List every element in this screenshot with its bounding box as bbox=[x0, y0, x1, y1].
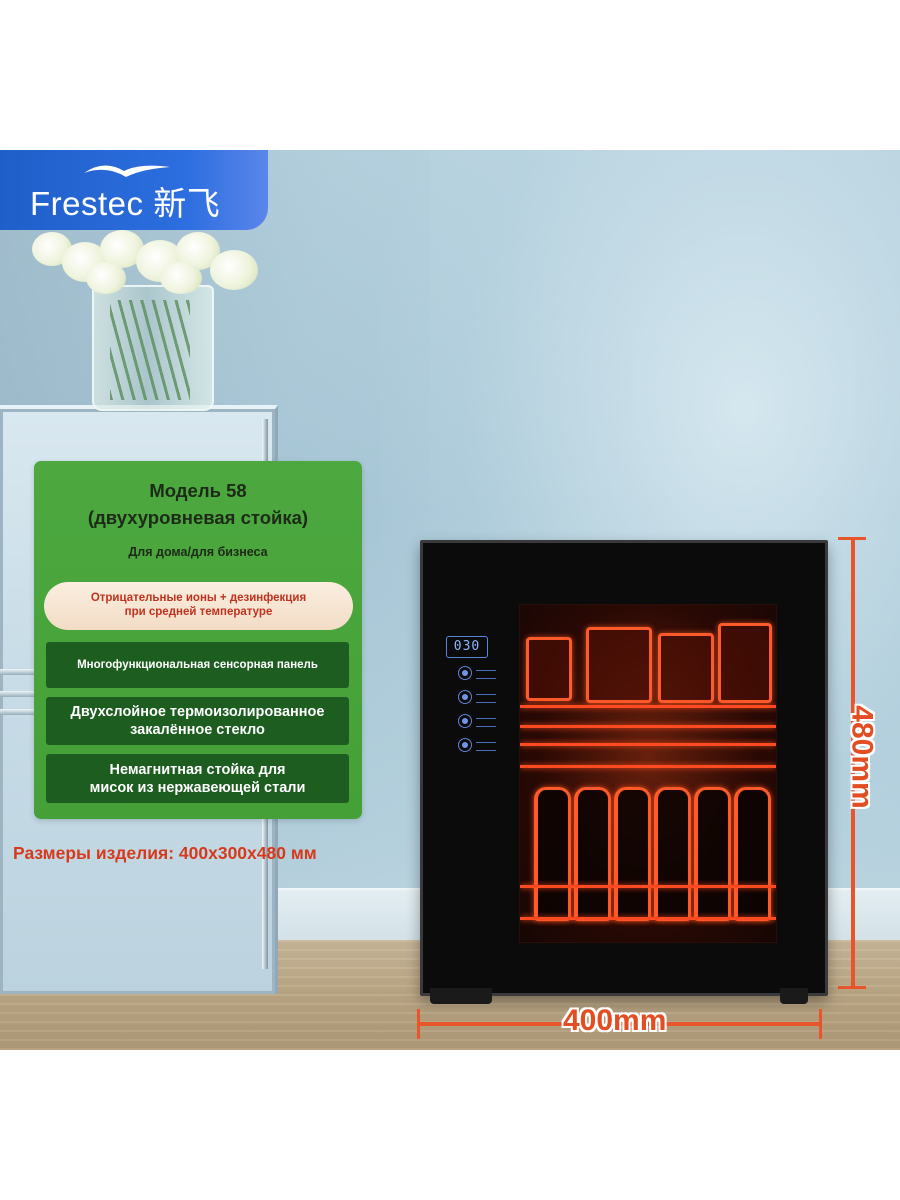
feature-text: закалённое стекло bbox=[130, 722, 265, 738]
bowl-silhouette bbox=[574, 787, 611, 921]
upper-rack bbox=[520, 705, 776, 708]
model-title: Модель 58 bbox=[149, 480, 247, 501]
upper-rack-rail bbox=[520, 725, 776, 728]
button-label-mark bbox=[476, 718, 496, 727]
model-subtitle-rack: (двухуровневая стойка) bbox=[87, 507, 309, 528]
flower-icon bbox=[160, 262, 202, 294]
brand-name: Frestec 新飞 bbox=[30, 185, 221, 222]
brand-badge: Frestec 新飞 bbox=[0, 150, 268, 230]
timer-button-icon[interactable] bbox=[458, 714, 472, 728]
cup-silhouette bbox=[718, 623, 772, 703]
feature-text: мисок из нержавеющей стали bbox=[89, 779, 306, 796]
highlight-pill: Отрицательные ионы + дезинфекция при сре… bbox=[44, 582, 353, 630]
width-label: 400mm bbox=[563, 1004, 667, 1037]
feature-glass: Двухслойное термоизолированное закалённо… bbox=[46, 697, 349, 745]
cup-silhouette bbox=[658, 633, 714, 703]
lower-rack-rail bbox=[520, 885, 776, 888]
highlight-line-2: при средней температуре bbox=[124, 606, 273, 618]
feature-text: Многофункциональная сенсорная панель bbox=[77, 659, 318, 671]
usage-label: Для дома/для бизнеса bbox=[128, 545, 268, 559]
width-dimension-line bbox=[418, 1022, 822, 1026]
timer-display: 030 bbox=[446, 636, 488, 658]
seagull-logo-icon bbox=[84, 165, 170, 177]
bowl-silhouette bbox=[534, 787, 571, 921]
cabinet-foot bbox=[430, 988, 492, 1004]
power-button-icon[interactable] bbox=[458, 666, 472, 680]
lower-rack-base bbox=[520, 917, 776, 920]
button-label-mark bbox=[476, 742, 496, 751]
height-dimension-cap bbox=[838, 986, 866, 989]
feature-rack: Немагнитная стойка для мисок из нержавею… bbox=[46, 754, 349, 803]
feature-touch-panel: Многофункциональная сенсорная панель bbox=[46, 642, 349, 688]
height-dimension-cap bbox=[838, 537, 866, 540]
glass-door-window bbox=[519, 604, 777, 943]
button-label-mark bbox=[476, 694, 496, 703]
bowl-silhouette bbox=[614, 787, 651, 921]
feature-text: Немагнитная стойка для bbox=[109, 761, 286, 778]
flower-icon bbox=[210, 250, 258, 290]
cabinet-foot bbox=[780, 988, 808, 1004]
flower-stems bbox=[110, 300, 190, 400]
function-button-icon[interactable] bbox=[458, 738, 472, 752]
heater-bar bbox=[520, 743, 776, 746]
lower-rack-top bbox=[520, 765, 776, 768]
bowl-silhouette bbox=[734, 787, 771, 921]
highlight-line-1: Отрицательные ионы + дезинфекция bbox=[90, 592, 307, 604]
bowl-silhouette bbox=[654, 787, 691, 921]
cup-silhouette bbox=[586, 627, 652, 703]
height-dimension-line bbox=[851, 538, 855, 988]
bowl-silhouette bbox=[694, 787, 731, 921]
cup-silhouette bbox=[526, 637, 572, 701]
product-dimensions: Размеры изделия: 400x300x480 мм bbox=[13, 843, 317, 863]
flower-icon bbox=[86, 262, 126, 294]
mode-button-icon[interactable] bbox=[458, 690, 472, 704]
feature-text: Двухслойное термоизолированное bbox=[70, 704, 325, 720]
width-dimension-cap bbox=[819, 1009, 822, 1039]
button-label-mark bbox=[476, 670, 496, 679]
cabinet-handle bbox=[262, 709, 268, 969]
width-dimension-cap bbox=[417, 1009, 420, 1039]
height-label: 480mm bbox=[845, 705, 879, 809]
